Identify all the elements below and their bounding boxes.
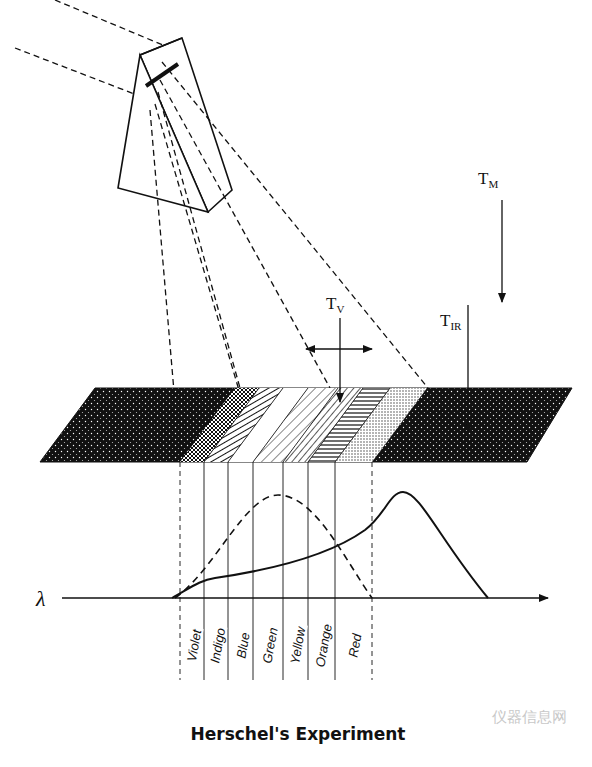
spectrum-band: [40, 388, 572, 462]
thermometer-label: TV: [326, 295, 344, 315]
thermometer-label: TIR: [440, 312, 461, 332]
axis-label: λ: [36, 588, 46, 610]
color-label: Yellow: [288, 623, 308, 666]
color-label: Green: [260, 624, 280, 666]
prism: [118, 38, 232, 212]
wavelength-axis: [62, 597, 548, 598]
color-label: Violet: [184, 626, 203, 664]
caption: Herschel's Experiment: [191, 726, 406, 743]
thermometer-arrow: [306, 200, 502, 432]
color-label: Red: [346, 630, 364, 660]
watermark: 仪器信息网: [492, 710, 567, 725]
thermometer-label: TM: [478, 170, 498, 190]
color-label: Orange: [313, 621, 334, 670]
luminosity-curve: [175, 495, 372, 598]
color-label: Indigo: [208, 624, 228, 665]
heat-curve: [172, 492, 488, 598]
color-label: Blue: [234, 629, 252, 661]
